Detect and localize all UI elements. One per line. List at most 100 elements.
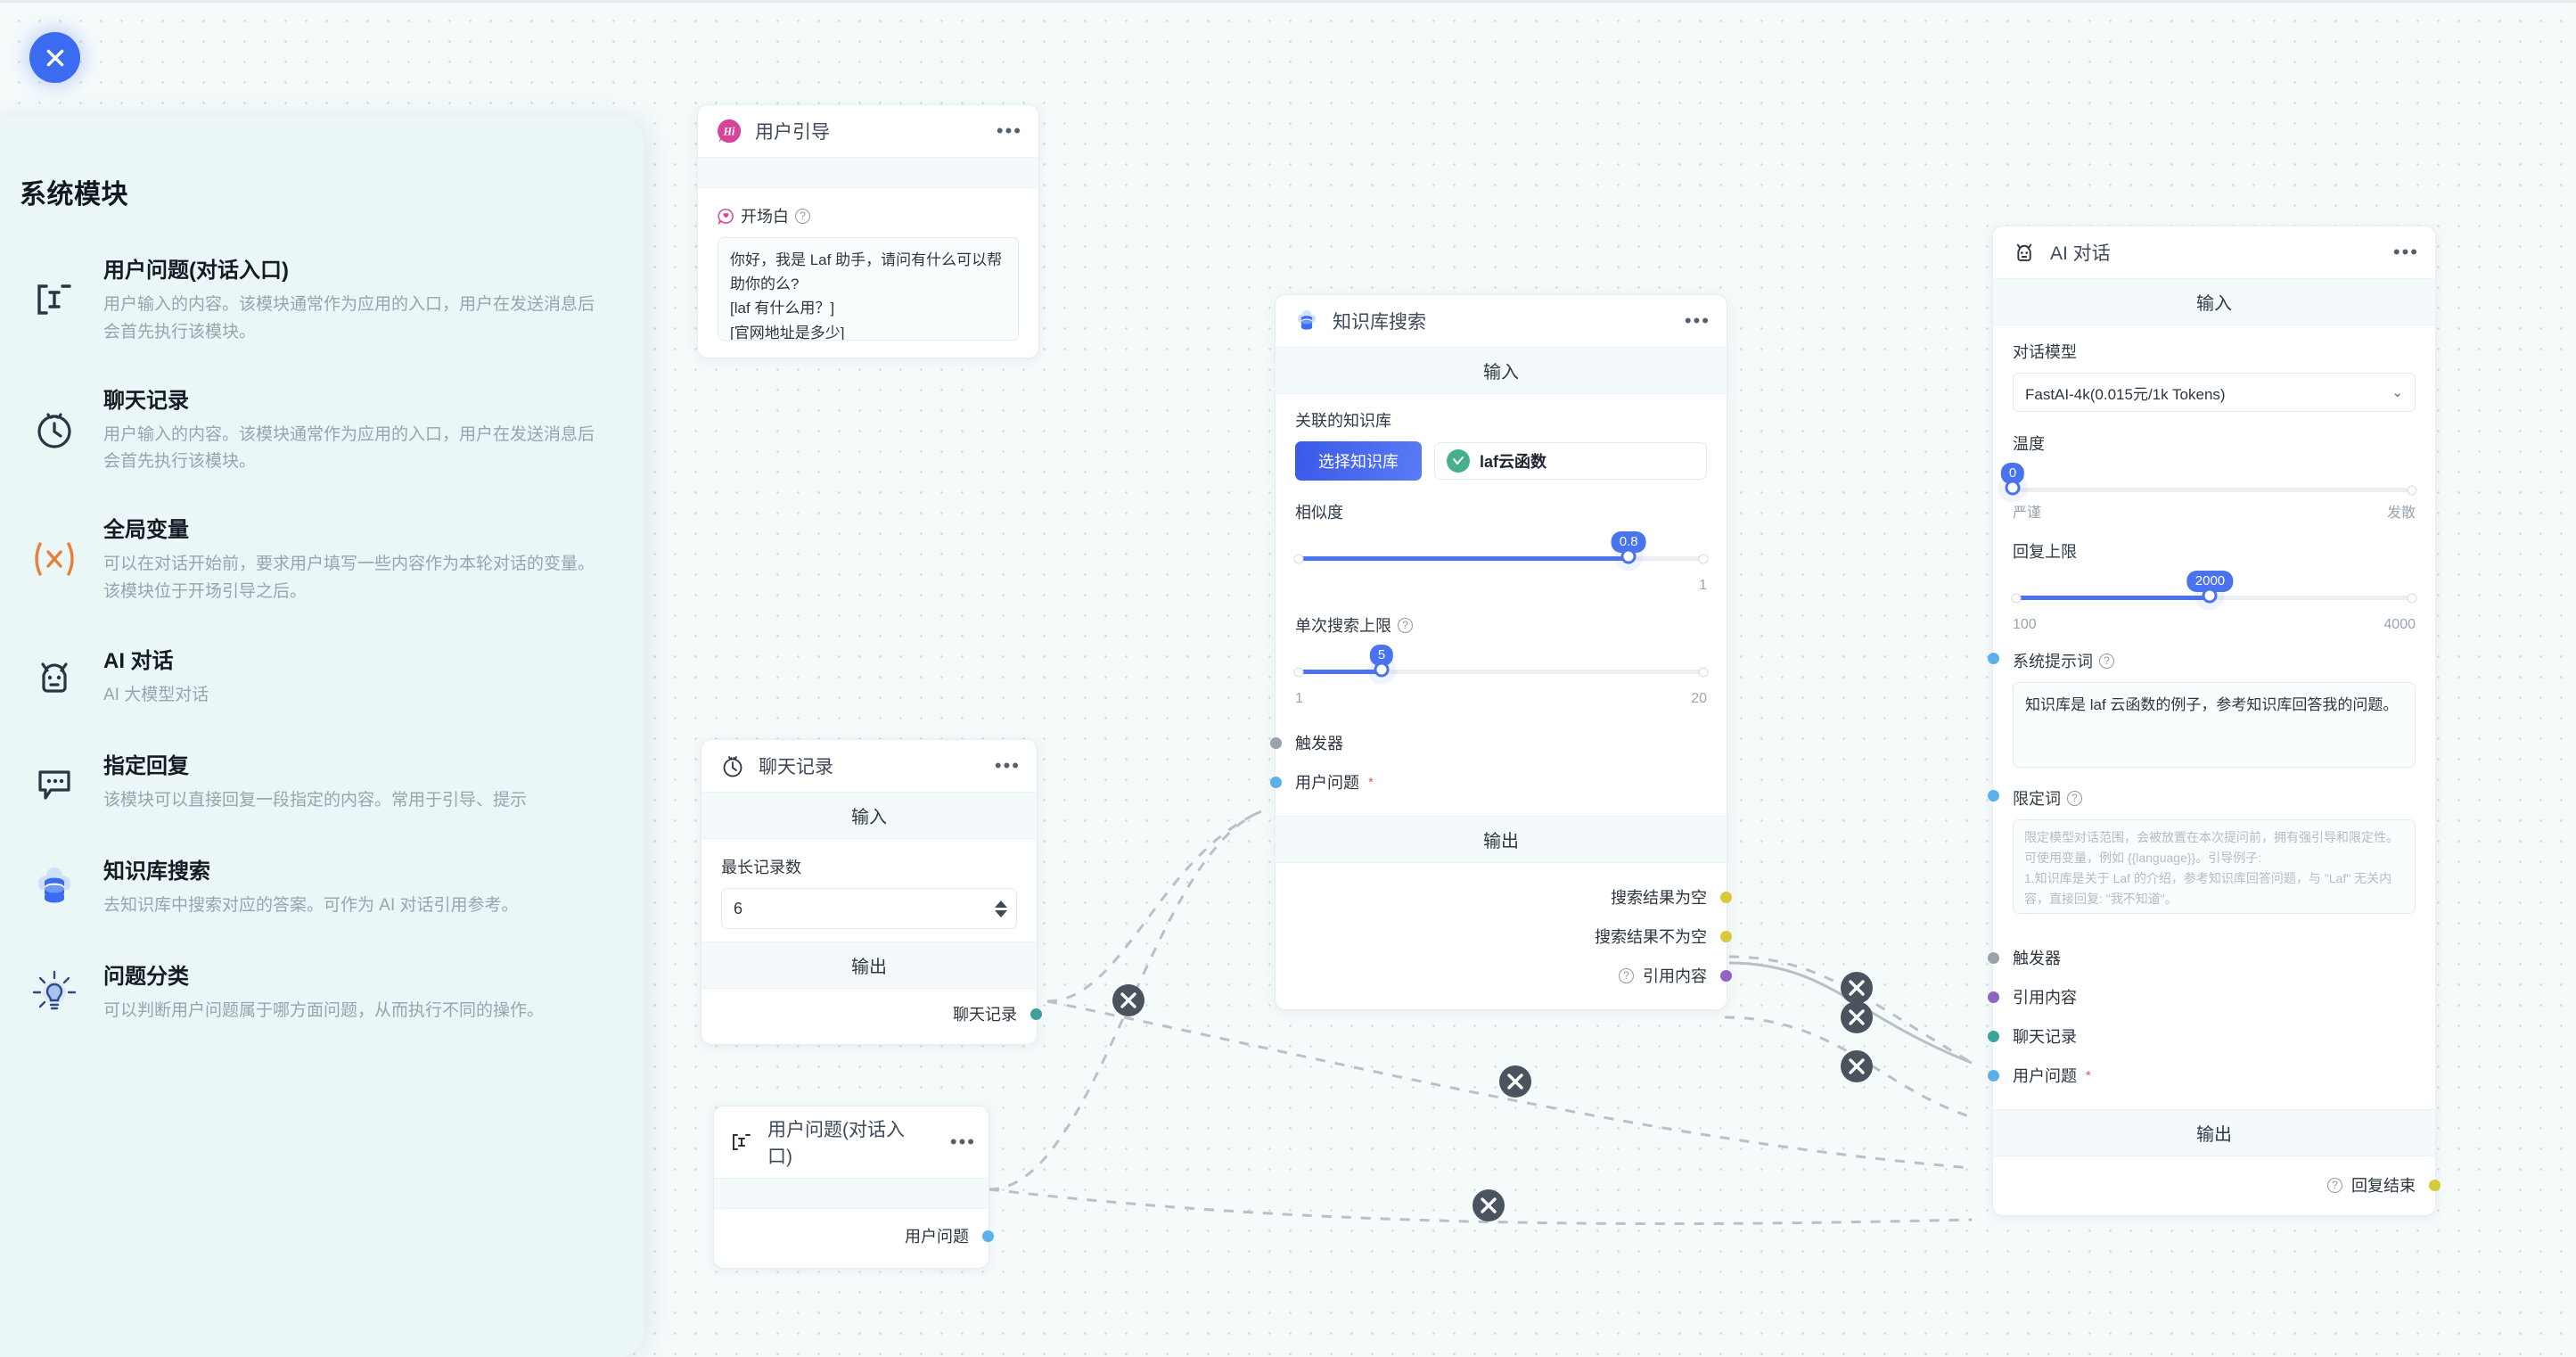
edge-delete-button[interactable] (1841, 1001, 1873, 1033)
model-select[interactable]: FastAI-4k(0.015元/1k Tokens) ⌄ (2013, 373, 2416, 412)
node-header[interactable]: AI 对话 ••• (1993, 226, 2435, 278)
max-records-input[interactable]: 6 (721, 888, 1017, 929)
port-label: 用户问题 (1295, 774, 1359, 792)
port-result-not-empty[interactable]: 搜索结果不为空 (1295, 917, 1732, 956)
slider-thumb[interactable] (2005, 480, 2021, 496)
edge-delete-button[interactable] (1841, 972, 1873, 1004)
module-item-ai-chat[interactable]: AI 对话 AI 大模型对话 (0, 642, 644, 711)
node-title: 用户引导 (755, 122, 830, 143)
module-desc: 去知识库中搜索对应的答案。可作为 AI 对话引用参考。 (103, 896, 519, 916)
module-desc: 用户输入的内容。该模块通常作为应用的入口，用户在发送消息后会首先执行该模块。 (103, 295, 595, 341)
port-chat-history-in[interactable]: 聊天记录 (1988, 1016, 2416, 1056)
node-input-ports: 触发器 用户问题* (1270, 707, 1727, 816)
max-records-value: 6 (734, 899, 743, 917)
kb-label: 关联的知识库 (1295, 412, 1391, 430)
select-kb-button[interactable]: 选择知识库 (1295, 441, 1422, 481)
module-item-specified-reply[interactable]: 指定回复 该模块可以直接回复一段指定的内容。常用于引导、提示 (0, 747, 644, 817)
limit-slider[interactable]: 5 (1293, 645, 1709, 696)
close-button[interactable] (29, 32, 80, 83)
node-chat-history[interactable]: 聊天记录 ••• 输入 最长记录数 6 输出 聊天记录 (701, 739, 1042, 1045)
module-name: AI 对话 (103, 649, 174, 674)
slider-thumb[interactable] (1620, 548, 1637, 564)
node-user-question[interactable]: 用户问题(对话入口) ••• 用户问题 (713, 1106, 994, 1269)
port-dot-blue[interactable] (1988, 790, 1999, 802)
node-header[interactable]: 知识库搜索 ••• (1276, 295, 1727, 347)
port-reply-finished[interactable]: ? 回复结束 (2013, 1165, 2441, 1205)
port-dot-purple[interactable] (1988, 991, 1999, 1003)
port-dot-gray[interactable] (1988, 951, 1999, 964)
system-prompt-label-text: 系统提示词 (2013, 653, 2093, 670)
node-header[interactable]: 聊天记录 ••• (701, 740, 1037, 792)
maxtokens-slider[interactable]: 2000 (2011, 571, 2417, 622)
node-header[interactable]: 用户问题(对话入口) ••• (714, 1106, 989, 1178)
module-item-kb-search[interactable]: 知识库搜索 去知识库中搜索对应的答案。可作为 AI 对话引用参考。 (0, 852, 644, 922)
port-dot-blue[interactable] (982, 1230, 994, 1242)
node-user-guide[interactable]: Hi 用户引导 ••• 开场白 ? (697, 104, 1039, 358)
similarity-slider[interactable]: 0.8 (1293, 531, 1709, 583)
module-item-user-question[interactable]: 用户问题(对话入口) 用户输入的内容。该模块通常作为应用的入口，用户在发送消息后… (0, 252, 644, 347)
port-quote-content[interactable]: ? 引用内容 (1295, 956, 1732, 995)
port-user-question-in[interactable]: 用户问题* (1270, 762, 1707, 802)
temperature-left-label: 严谨 (2013, 506, 2042, 521)
slider-thumb[interactable] (2202, 588, 2218, 604)
port-dot-yellow[interactable] (2429, 1179, 2441, 1191)
edge-delete-button[interactable] (1112, 984, 1144, 1016)
port-dot-gray[interactable] (1270, 736, 1282, 749)
edge-delete-button[interactable] (1473, 1189, 1505, 1221)
node-menu-button[interactable]: ••• (949, 1131, 976, 1153)
node-body: 最长记录数 6 (701, 839, 1037, 942)
help-icon[interactable]: ? (1398, 617, 1413, 633)
maxtokens-max: 4000 (2383, 617, 2416, 632)
module-item-chat-history[interactable]: 聊天记录 用户输入的内容。该模块通常作为应用的入口，用户在发送消息后会首先执行该… (0, 382, 644, 477)
port-quote-in[interactable]: 引用内容 (1988, 977, 2416, 1016)
port-user-question-out[interactable]: 用户问题 (734, 1216, 994, 1255)
system-prompt-input[interactable] (2013, 682, 2416, 768)
variable-icon (20, 524, 89, 594)
node-menu-button[interactable]: ••• (994, 754, 1021, 777)
system-prompt-section: 系统提示词 ? (1988, 633, 2435, 772)
port-label: 聊天记录 (2013, 1028, 2077, 1046)
port-dot-blue[interactable] (1270, 776, 1282, 788)
port-result-empty[interactable]: 搜索结果为空 (1295, 877, 1732, 917)
temperature-label: 温度 (2013, 435, 2045, 453)
port-dot-yellow[interactable] (1720, 930, 1732, 942)
node-menu-button[interactable]: ••• (2392, 241, 2419, 263)
node-menu-button[interactable]: ••• (996, 119, 1022, 142)
top-divider (0, 0, 2576, 3)
port-dot-teal[interactable] (1988, 1030, 1999, 1042)
node-input-ports: 触发器 引用内容 聊天记录 用户问题* (1988, 933, 2435, 1109)
slider-cap-right (1698, 667, 1709, 677)
port-dot-blue[interactable] (1988, 653, 1999, 664)
port-dot-teal[interactable] (1030, 1007, 1042, 1020)
help-icon[interactable]: ? (795, 208, 810, 224)
edge-delete-button[interactable] (1499, 1065, 1531, 1098)
port-dot-yellow[interactable] (1720, 891, 1732, 903)
node-menu-button[interactable]: ••• (1684, 309, 1710, 332)
port-user-question-in[interactable]: 用户问题* (1988, 1056, 2416, 1095)
port-trigger-in[interactable]: 触发器 (1270, 723, 1707, 762)
module-item-question-classify[interactable]: 问题分类 可以判断用户问题属于哪方面问题，从而执行不同的操作。 (0, 958, 644, 1027)
help-icon[interactable]: ? (2067, 790, 2082, 806)
welcome-text-input[interactable] (718, 237, 1019, 341)
port-dot-blue[interactable] (1988, 1069, 1999, 1081)
port-dot-purple[interactable] (1720, 969, 1732, 982)
slider-thumb[interactable] (1374, 662, 1390, 678)
node-outputs: 用户问题 (714, 1209, 994, 1268)
module-item-global-variable[interactable]: 全局变量 可以在对话开始前，要求用户填写一些内容作为本轮对话的变量。该模块位于开… (0, 512, 644, 606)
stepper[interactable] (995, 900, 1007, 917)
help-icon[interactable]: ? (2327, 1177, 2342, 1193)
node-kb-search[interactable]: 知识库搜索 ••• 输入 关联的知识库 选择知识库 laf云函数 相似度 (1270, 294, 1732, 1010)
edge-delete-button[interactable] (1841, 1050, 1873, 1082)
port-chat-history-out[interactable]: 聊天记录 (721, 994, 1042, 1033)
node-ai-chat[interactable]: AI 对话 ••• 输入 对话模型 FastAI-4k(0.015元/1k To… (1988, 226, 2441, 1216)
help-icon[interactable]: ? (2099, 653, 2114, 669)
help-icon[interactable]: ? (1619, 967, 1634, 983)
kb-tag[interactable]: laf云函数 (1434, 442, 1707, 480)
module-name: 聊天记录 (103, 388, 189, 413)
node-header[interactable]: Hi 用户引导 ••• (698, 105, 1038, 157)
port-trigger-in[interactable]: 触发器 (1988, 938, 2416, 977)
similarity-section: 相似度 0.8 1 (1276, 484, 1727, 594)
slider-cap-left (1293, 554, 1304, 563)
temperature-slider[interactable]: 0 (2000, 463, 2417, 507)
qualifier-input[interactable] (2013, 819, 2416, 914)
